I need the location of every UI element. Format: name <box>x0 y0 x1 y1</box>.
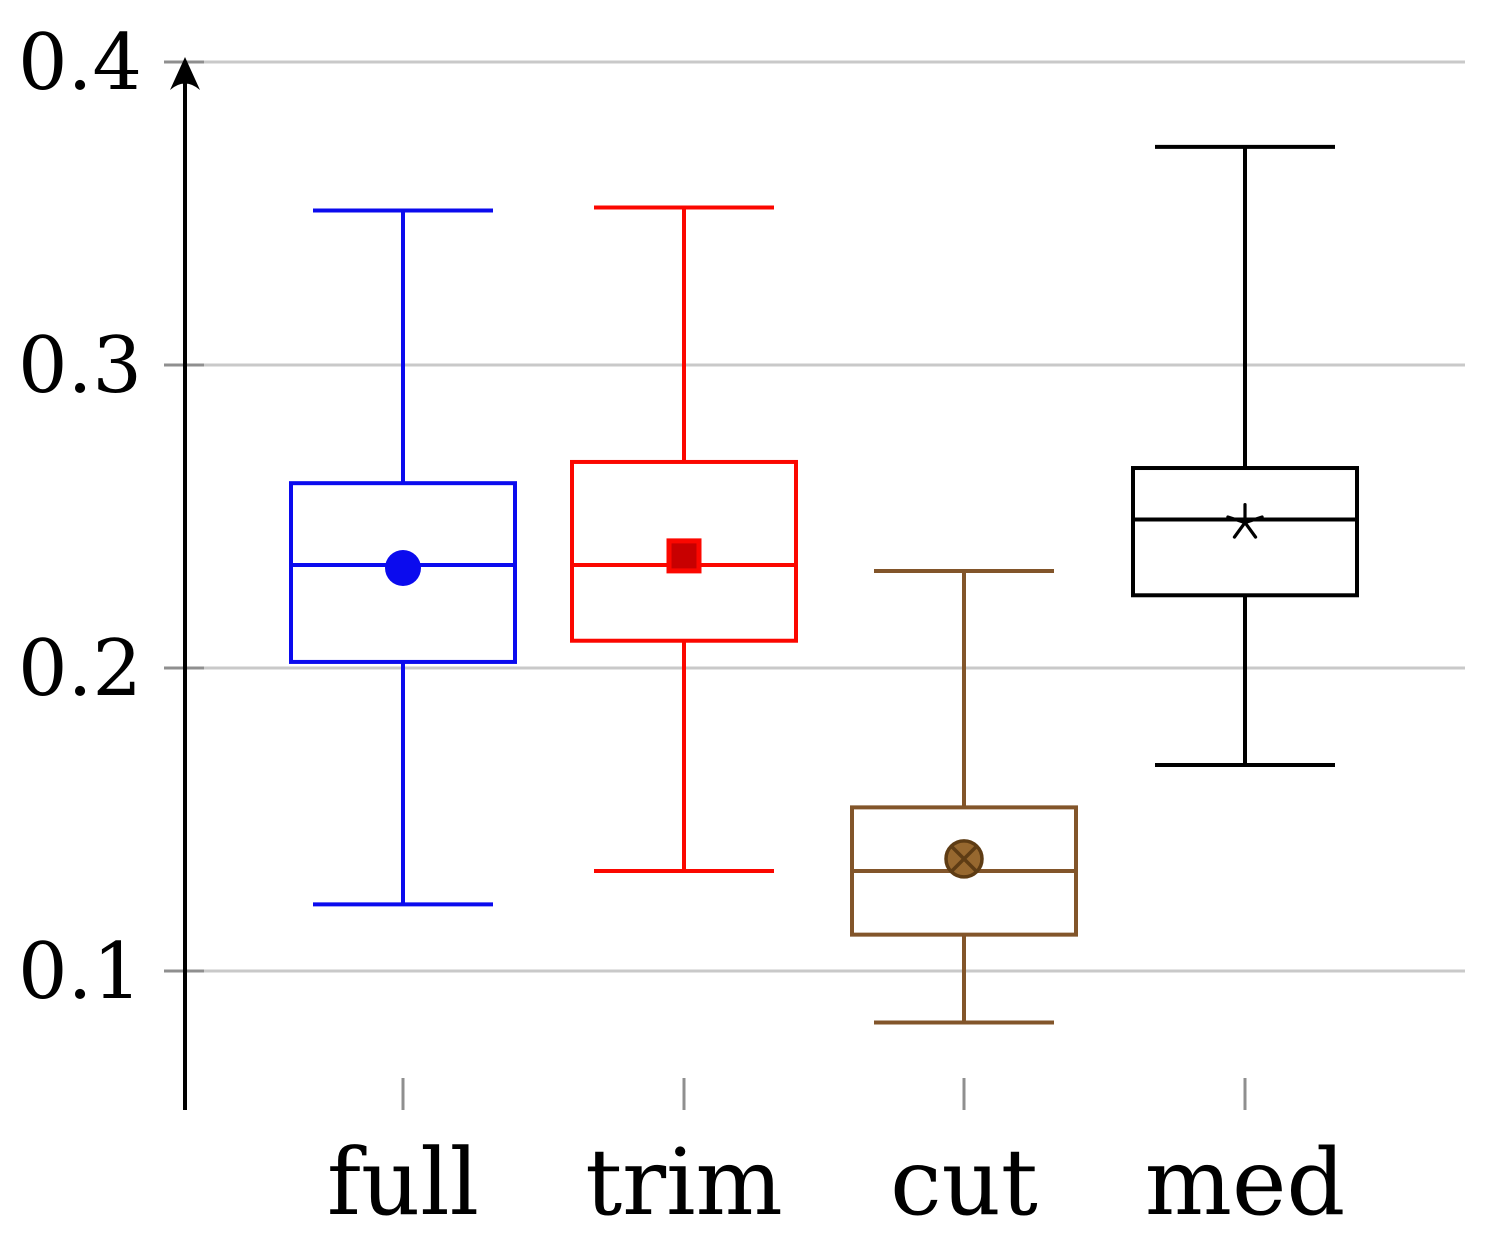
y-tick-label-0.4: 0.4 <box>18 18 142 108</box>
mean-marker-crossed-circle-icon <box>944 839 984 879</box>
y-tick-label-0.3: 0.3 <box>18 321 142 411</box>
mean-marker-filled-square-icon <box>666 538 702 574</box>
mean-marker-star-icon <box>1226 502 1264 539</box>
x-category-label-full: full <box>327 1129 479 1236</box>
y-axis-arrowhead <box>170 57 200 90</box>
box-rect <box>289 481 517 664</box>
boxplot-med <box>1131 144 1359 767</box>
x-category-label-cut: cut <box>890 1129 1038 1236</box>
box-rect <box>570 459 798 643</box>
boxplot-trim <box>570 205 798 874</box>
x-category-label-trim: trim <box>585 1129 783 1236</box>
y-tick-label-0.1: 0.1 <box>18 927 142 1017</box>
y-tick-label-0.2: 0.2 <box>18 624 142 714</box>
x-category-label-med: med <box>1145 1129 1346 1236</box>
boxplot-full <box>289 208 517 907</box>
boxplot-cut <box>850 569 1078 1025</box>
box-rect <box>1131 466 1359 598</box>
mean-marker-filled-circle-icon <box>385 550 421 587</box>
